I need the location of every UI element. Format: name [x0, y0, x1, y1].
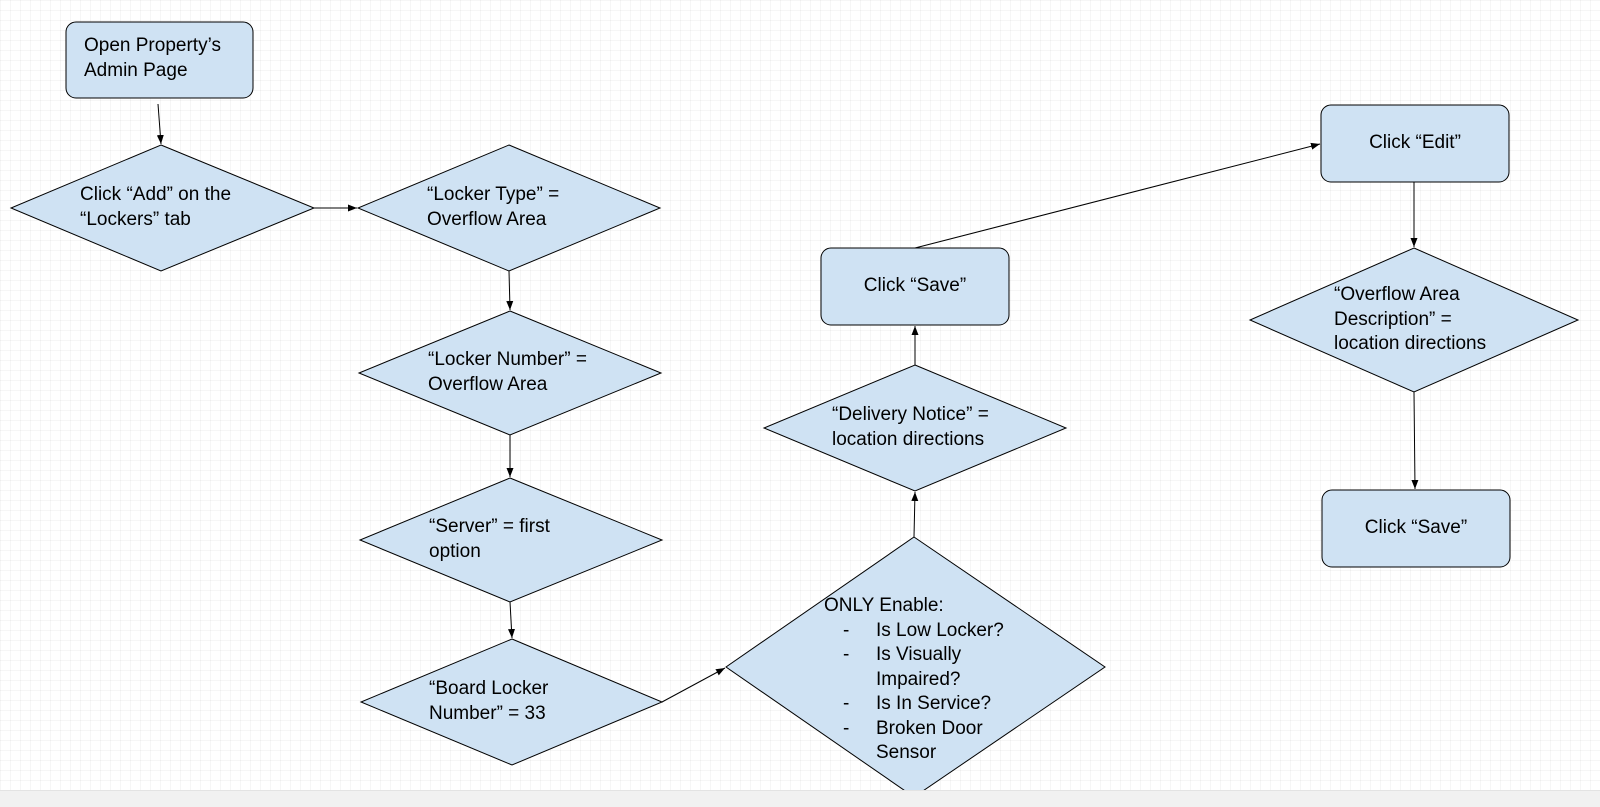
node-text-line: option — [429, 540, 481, 562]
list-item: Is In Service? — [824, 692, 1004, 717]
only-enable-list: Is Low Locker? Is Visually Impaired? Is … — [824, 619, 1004, 766]
node-text-line: Click “Add” on the — [80, 184, 232, 205]
node-locker-type-label: “Locker Type” = Overflow Area — [427, 183, 559, 232]
node-click-add-label: Click “Add” on the “Lockers” tab — [80, 183, 231, 232]
node-click-save-2-label: Click “Save” — [1322, 516, 1510, 541]
node-locker-number-label: “Locker Number” = Overflow Area — [428, 348, 587, 397]
node-board-locker-label: “Board Locker Number” = 33 — [429, 677, 548, 726]
connector-server-to-board — [508, 601, 515, 639]
node-board-locker-shape — [359, 638, 664, 766]
node-click-edit-shape — [1320, 104, 1510, 183]
node-text-line: “Locker Type” = — [427, 184, 560, 205]
node-text-line: Click “Save” — [863, 275, 967, 296]
connector-admin-to-add — [156, 103, 164, 145]
node-only-enable-label: ONLY Enable: Is Low Locker? Is Visually … — [824, 594, 1004, 766]
node-text-line: Is Low Locker? — [876, 619, 1004, 641]
only-enable-heading: ONLY Enable: — [824, 595, 944, 616]
node-open-admin-label: Open Property’s Admin Page — [84, 34, 221, 83]
node-text-line: Is In Service? — [876, 693, 992, 714]
list-item: Is Low Locker? — [824, 619, 1004, 644]
list-item: Is Visually Impaired? — [824, 643, 1004, 692]
node-text-line: “Locker Number” = — [428, 349, 587, 370]
node-text-line: Is Visually — [876, 644, 962, 665]
node-delivery-notice-shape — [762, 364, 1068, 492]
node-text-line: “Lockers” tab — [80, 208, 191, 230]
node-text-line: “Overflow Area — [1334, 284, 1460, 305]
node-server-label: “Server” = first option — [429, 515, 550, 564]
node-overflow-desc-label: “Overflow Area Description” = location d… — [1334, 283, 1486, 357]
node-text-line: Click “Save” — [1364, 517, 1468, 538]
node-click-add-shape — [9, 144, 316, 272]
node-text-line: Sensor — [876, 742, 937, 763]
connector-locker-type-to-number — [506, 270, 514, 311]
node-text-line: Overflow Area — [427, 208, 547, 230]
connector-overflow-desc-to-save — [1411, 391, 1419, 490]
node-text-line: location directions — [1334, 333, 1487, 354]
node-text-line: “Server” = first — [429, 516, 550, 537]
node-text-line: Click “Edit” — [1369, 132, 1461, 153]
node-text-line: Number” = 33 — [429, 702, 546, 724]
node-text-line: Impaired? — [876, 668, 961, 690]
node-text-line: Description” = — [1334, 308, 1452, 330]
node-text-line: Overflow Area — [428, 373, 548, 395]
node-text-line: “Delivery Notice” = — [832, 404, 989, 425]
node-click-save-2-shape — [1321, 489, 1511, 568]
node-click-save-1-label: Click “Save” — [821, 274, 1009, 299]
list-item: Broken Door Sensor — [824, 717, 1004, 766]
connector-board-to-enable — [661, 667, 726, 703]
connector-enable-to-delivery — [911, 491, 919, 538]
node-open-admin-shape — [65, 21, 254, 99]
node-delivery-notice-label: “Delivery Notice” = location directions — [832, 403, 989, 452]
canvas-bottom-bar — [0, 790, 1600, 807]
node-text-line: “Board Locker — [429, 678, 549, 699]
node-text-line: location directions — [832, 428, 985, 450]
node-text-line: Open Property’s — [84, 35, 221, 56]
node-text-line: Admin Page — [84, 59, 188, 81]
node-click-edit-label: Click “Edit” — [1321, 131, 1509, 156]
node-text-line: Broken Door — [876, 717, 983, 739]
connector-save-to-edit — [914, 142, 1321, 249]
